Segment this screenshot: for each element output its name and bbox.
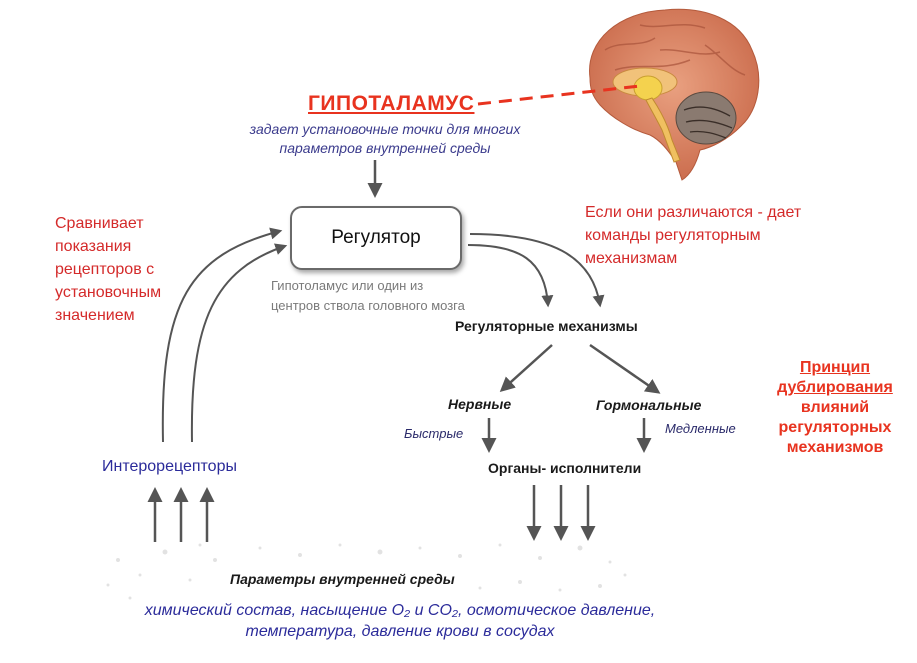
principle-line2: дублирования [777, 379, 893, 396]
compare-note-line: Сравнивает [55, 215, 144, 232]
arrow-receptor-to-regulator-outer [161, 227, 283, 443]
differ-note-line: механизмам [585, 250, 678, 267]
mechanisms-title: Регуляторные механизмы [455, 318, 638, 334]
organs-label: Органы- исполнители [488, 460, 642, 476]
parameters-line1: химический состав, насыщение O₂ и CO₂, о… [144, 602, 656, 619]
regulator-label: Регулятор [331, 227, 421, 248]
arrow-mechanisms-to-hormonal [589, 343, 661, 394]
regulator-note-line1: Гипотоламус или один из [271, 278, 424, 293]
hypothalamus-connector [477, 84, 641, 106]
regulator-note: Гипотоламус или один из центров ствола г… [271, 276, 521, 316]
differ-note-line: команды регуляторным [585, 227, 761, 244]
hypothalamus-subtitle-line1: задает установочные точки для многих [249, 121, 521, 137]
arrow-regulator-to-mechanisms-2 [469, 233, 605, 308]
arrow-receptor-to-regulator-inner [190, 243, 288, 443]
mechanisms-fast: Быстрые [404, 426, 464, 441]
hypothalamus-subtitle-line2: параметров внутренней среды [279, 140, 491, 156]
parameters-title: Параметры внутренней среды [230, 571, 455, 587]
arrow-regulator-to-mechanisms-1 [467, 244, 554, 308]
mechanisms-hormonal: Гормональные [596, 397, 702, 413]
arrow-mechanisms-to-nervous [499, 344, 553, 393]
hypothalamus-title: ГИПОТАЛАМУС [308, 92, 475, 115]
compare-note-line: рецепторов с [55, 261, 155, 278]
brain-illustration [589, 8, 760, 181]
parameters-line2: температура, давление крови в сосудах [245, 623, 555, 640]
principle-line3: влияний [800, 399, 870, 416]
principle-line1: Принцип [799, 359, 871, 376]
mechanisms-nervous: Нервные [448, 396, 512, 412]
parameters-speckle [106, 543, 627, 600]
hypothalamus-subtitle: задает установочные точки для многих пар… [215, 120, 555, 158]
differ-note-line: Если они различаются - дает [585, 204, 802, 221]
differ-note: Если они различаются - дает команды регу… [585, 201, 845, 270]
compare-note-line: показания [55, 238, 132, 255]
parameters-description: химический состав, насыщение O₂ и CO₂, о… [60, 600, 740, 642]
compare-note-line: установочным [55, 284, 162, 301]
principle-line4: регуляторных [778, 419, 892, 436]
principle-line5: механизмов [786, 439, 884, 456]
mechanisms-slow: Медленные [665, 421, 736, 436]
regulator-box: Регулятор [290, 206, 462, 270]
compare-note: Сравнивает показания рецепторов с устано… [55, 212, 195, 327]
regulator-note-line2: центров ствола головного мозга [271, 298, 465, 313]
principle-note: Принцип дублирования влияний регуляторны… [765, 358, 905, 458]
interoreceptors-label: Интерорецепторы [102, 458, 237, 475]
compare-note-line: значением [55, 307, 135, 324]
